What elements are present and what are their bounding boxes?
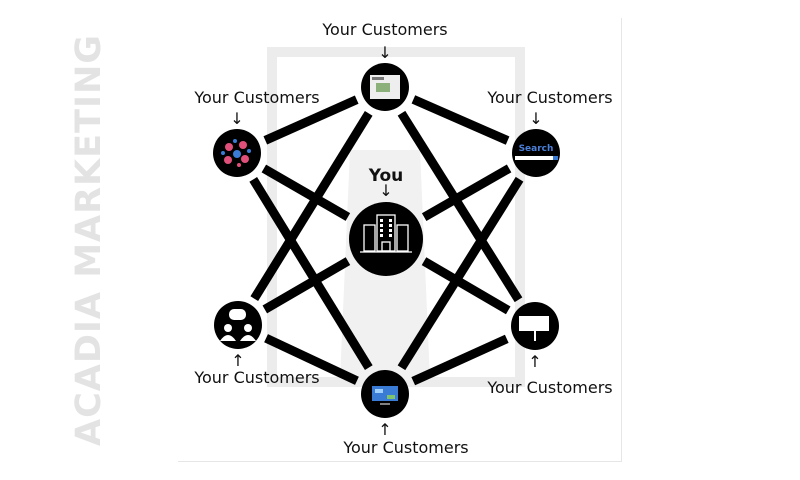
node-billboard [511, 302, 559, 350]
arrow-down-icon: ↓ [379, 181, 392, 200]
arrow-up-icon: ↑ [378, 420, 391, 439]
arrow-down-icon: ↓ [378, 43, 391, 62]
edge-community-center [262, 257, 351, 314]
edge-billboard-tv [411, 334, 509, 386]
arrow-down-icon: ↓ [529, 109, 542, 128]
newspaper-icon [370, 75, 400, 99]
edge-newspaper-social [263, 95, 359, 145]
search-text: Search [519, 144, 554, 154]
edge-newspaper-billboard [397, 110, 523, 303]
customers-label-search: Your Customers [486, 88, 612, 107]
node-newspaper [361, 63, 409, 111]
node-social [213, 129, 261, 177]
edge-search-center [421, 164, 512, 222]
customers-label-social: Your Customers [193, 88, 319, 107]
connections [249, 95, 524, 386]
center-label: You [368, 166, 404, 186]
arrow-up-icon: ↑ [528, 352, 541, 371]
node-tv [361, 370, 409, 418]
edge-billboard-center [421, 257, 511, 315]
people-chat-icon [220, 309, 256, 341]
billboard-icon [519, 316, 549, 341]
arrow-down-icon: ↓ [230, 109, 243, 128]
edge-community-tv [264, 334, 359, 385]
edge-social-tv [249, 177, 373, 370]
node-community [214, 301, 262, 349]
edge-search-tv [397, 176, 524, 371]
diagram-frame [178, 18, 622, 462]
customers-label-newspaper: Your Customers [321, 20, 447, 39]
customers-label-billboard: Your Customers [486, 378, 612, 397]
node-center [349, 202, 423, 276]
smart-tv-icon [372, 386, 398, 405]
search-engine-icon: Search [515, 144, 558, 160]
node-search: Search [512, 129, 560, 177]
customers-label-tv: Your Customers [342, 438, 468, 457]
arrow-up-icon: ↑ [231, 351, 244, 370]
office-building-icon [360, 214, 412, 253]
edge-newspaper-community [250, 111, 373, 301]
customers-label-community: Your Customers [193, 368, 319, 387]
watermark-text: ACADIA MARKETING [69, 34, 109, 446]
edge-social-center [261, 164, 351, 221]
social-media-reactions-icon [221, 139, 251, 167]
edge-newspaper-search [411, 95, 510, 145]
